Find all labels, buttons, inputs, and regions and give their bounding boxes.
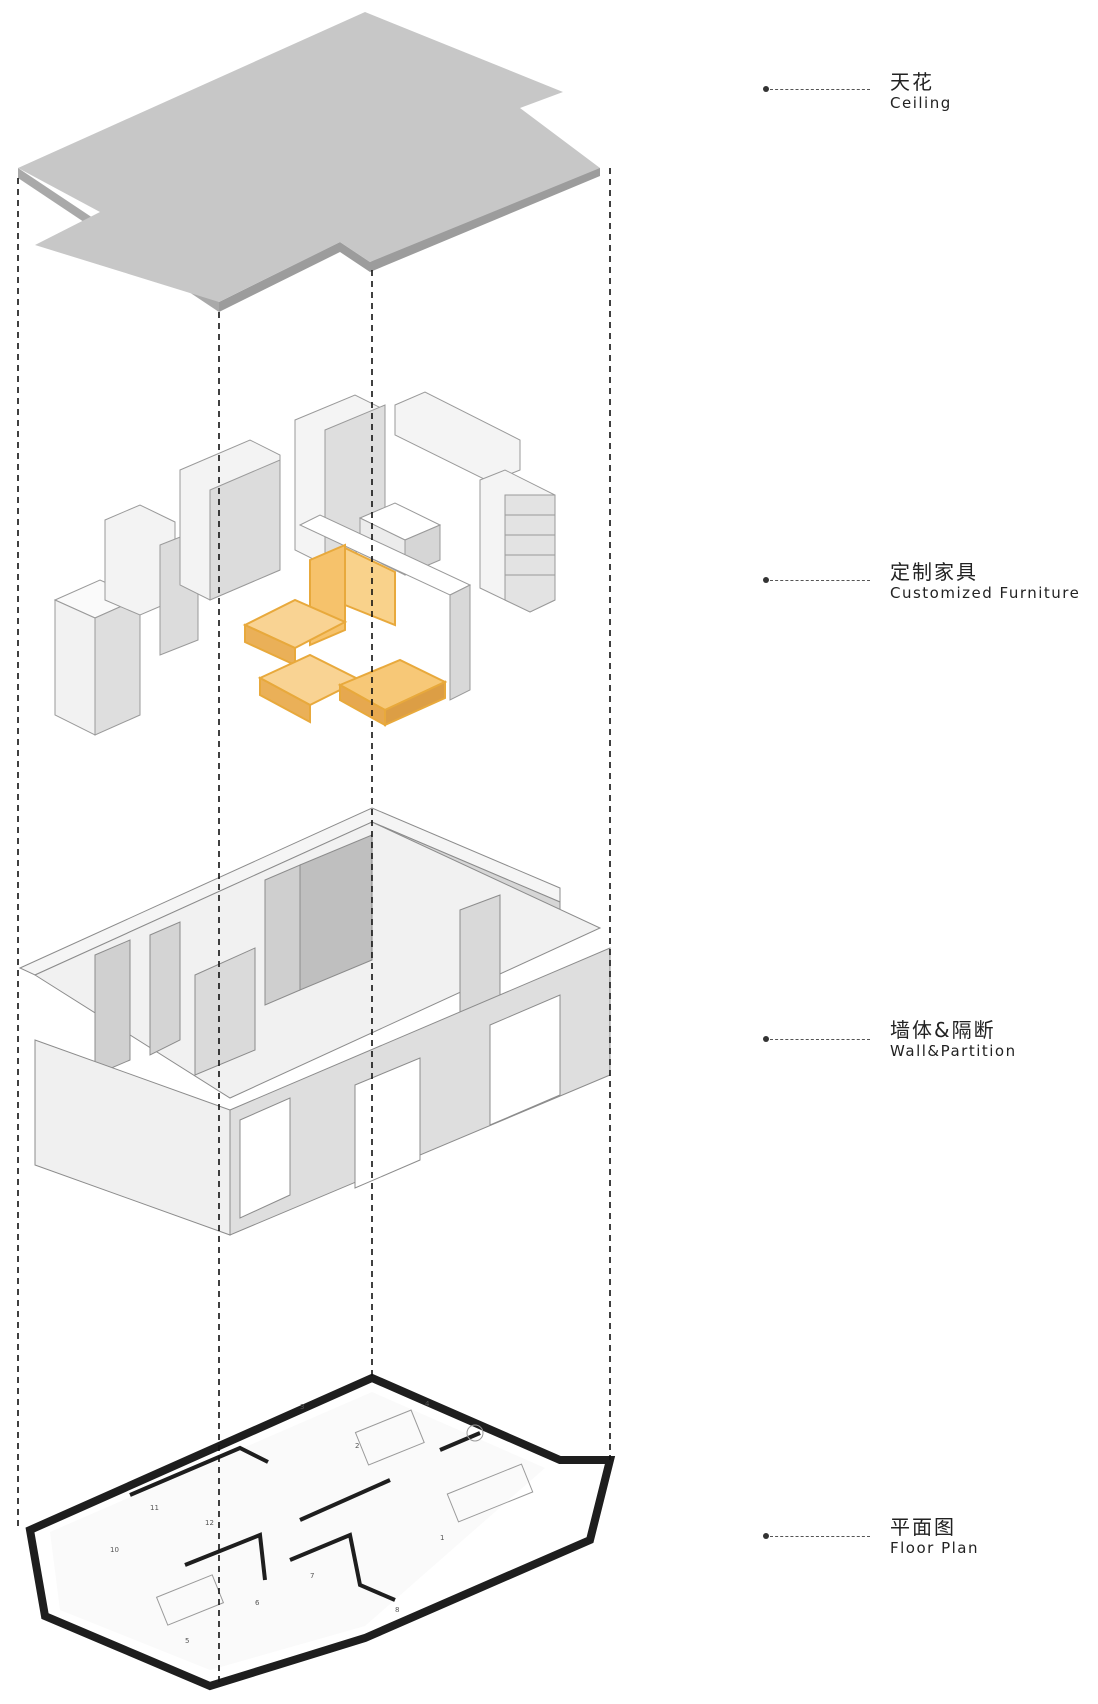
label-furniture-cn: 定制家具: [890, 560, 978, 584]
wall-face: [194, 947, 256, 1076]
leader-dot-furniture: [763, 577, 769, 583]
room-number: 3: [300, 1403, 304, 1411]
leader-line-ceiling: [770, 89, 870, 90]
room-number: 6: [255, 1599, 260, 1607]
furniture-partition: [449, 584, 471, 701]
label-walls-en: Wall&Partition: [890, 1042, 1017, 1060]
leader-line-walls: [770, 1039, 870, 1040]
label-floor-plan-cn: 平面图: [890, 1515, 956, 1539]
highlighted-furniture: [242, 543, 448, 727]
floor-plan-room-numbers: 1 2 3 4 5 6 7 8 10 11 12: [110, 1400, 444, 1645]
furniture-cabinet: [94, 597, 141, 736]
furniture-bed-frame: [384, 680, 446, 727]
ceiling-layer: [18, 12, 600, 312]
label-ceiling-en: Ceiling: [890, 94, 952, 112]
leader-dot-floor-plan: [763, 1533, 769, 1539]
furniture-cabinet: [54, 599, 96, 736]
room-number: 12: [205, 1519, 214, 1527]
floor-plan-layer: 1 2 3 4 5 6 7 8 10 11 12: [25, 1373, 616, 1691]
walls-layer: [18, 807, 611, 1236]
ceiling-slab: [18, 12, 600, 302]
leader-dot-ceiling: [763, 86, 769, 92]
leader-dot-walls: [763, 1036, 769, 1042]
leader-line-furniture: [770, 580, 870, 581]
room-number: 8: [395, 1606, 399, 1614]
room-number: 1: [440, 1534, 444, 1542]
wall-face: [149, 921, 181, 1056]
wall-opening: [239, 1097, 291, 1219]
room-number: 2: [355, 1442, 359, 1450]
wall-face: [264, 864, 301, 1006]
furniture-wardrobe: [209, 459, 281, 601]
label-ceiling: 天花 Ceiling: [890, 70, 952, 112]
label-walls: 墙体&隔断 Wall&Partition: [890, 1018, 1017, 1060]
label-walls-cn: 墙体&隔断: [890, 1018, 996, 1042]
furniture-shelf: [504, 494, 556, 613]
projection-lines: [17, 168, 611, 1686]
room-number: 11: [150, 1504, 159, 1512]
floor-plan-slab: [50, 1392, 545, 1670]
floor-plan-partitions: [129, 1431, 481, 1602]
wall-face: [94, 939, 131, 1076]
label-furniture: 定制家具 Customized Furniture: [890, 560, 1080, 602]
furniture-bed-frame: [344, 546, 396, 627]
wall-face: [299, 834, 373, 991]
room-number: 10: [110, 1546, 119, 1554]
label-floor-plan-en: Floor Plan: [890, 1539, 979, 1557]
wall-opening: [489, 994, 561, 1126]
room-number: 7: [310, 1572, 314, 1580]
furniture-layer: [53, 391, 556, 736]
room-number: 4: [425, 1400, 430, 1408]
room-number: 5: [185, 1637, 189, 1645]
leader-line-floor-plan: [770, 1536, 870, 1537]
label-floor-plan: 平面图 Floor Plan: [890, 1515, 979, 1557]
floor-plan-furniture: [155, 1409, 534, 1626]
label-ceiling-cn: 天花: [890, 70, 934, 94]
label-furniture-en: Customized Furniture: [890, 584, 1081, 602]
furniture-kitchen: [394, 391, 521, 483]
furniture-bed-frame: [259, 676, 311, 724]
